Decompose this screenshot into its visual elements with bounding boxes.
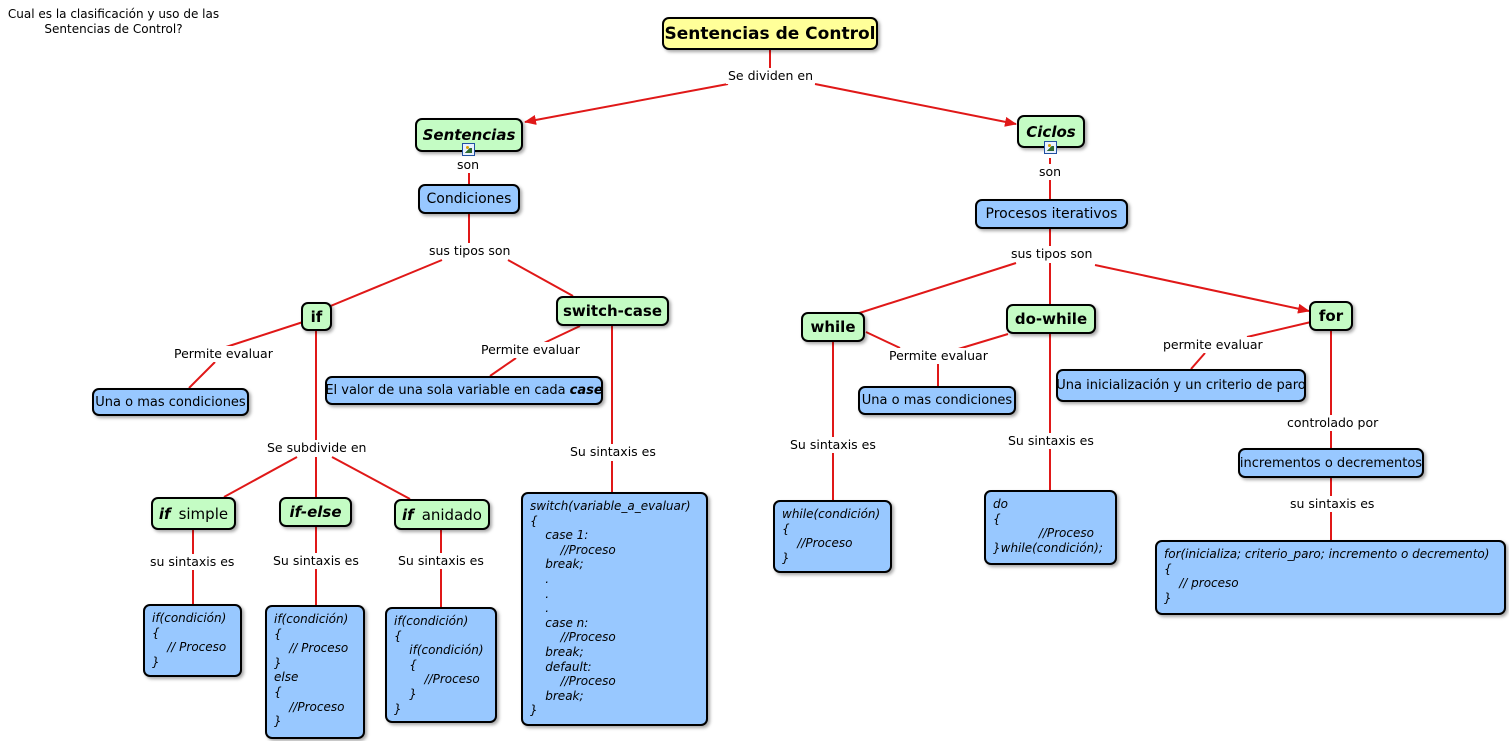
link-for-sintaxis: su sintaxis es — [1288, 496, 1377, 512]
concept-procesos-iterativos[interactable]: Procesos iterativos — [975, 199, 1128, 229]
concept-switch-valor[interactable]: El valor de una sola variable en cada ca… — [325, 376, 603, 405]
code-do-while[interactable]: do { //Proceso }while(condición); — [984, 490, 1117, 565]
concept-ciclos-label: Ciclos — [1026, 122, 1076, 141]
switch-valor-text: El valor de una sola variable en cada — [325, 383, 566, 398]
concept-if-anidado[interactable]: if anidado — [394, 499, 490, 530]
switch-valor-case: case — [569, 383, 603, 398]
concept-if-condiciones-label: Una o mas condiciones — [95, 394, 246, 410]
concept-procesos-label: Procesos iterativos — [985, 206, 1118, 222]
link-permite-if: Permite evaluar — [172, 346, 275, 362]
link-son-left: son — [455, 157, 482, 173]
focus-question: Cual es la clasificación y uso de las Se… — [6, 7, 221, 37]
concept-for-inicializacion[interactable]: Una inicialización y un criterio de paro — [1056, 369, 1306, 402]
if-anidado-keyword: if — [402, 505, 414, 524]
concept-for[interactable]: for — [1309, 301, 1353, 331]
concept-incrementos-label: incrementos o decrementos — [1239, 455, 1423, 471]
concept-condiciones[interactable]: Condiciones — [418, 184, 520, 214]
concept-for-init-label: Una inicialización y un criterio de paro — [1056, 378, 1306, 393]
concept-if-else-label: if-else — [289, 503, 342, 521]
root-concept-label: Sentencias de Control — [664, 23, 876, 44]
concept-incrementos[interactable]: incrementos o decrementos — [1238, 448, 1424, 478]
focus-question-line-1: Cual es la clasificación y uso de las — [7, 7, 220, 21]
if-simple-keyword: if — [158, 504, 171, 523]
focus-question-line-2: Sentencias de Control? — [44, 22, 183, 36]
image-attachment-icon[interactable] — [462, 143, 475, 156]
concept-while[interactable]: while — [801, 312, 865, 342]
link-while-sintaxis: Su sintaxis es — [788, 437, 878, 453]
concept-if[interactable]: if — [301, 302, 332, 331]
concept-if-label: if — [310, 307, 323, 326]
concept-switch-case[interactable]: switch-case — [556, 296, 669, 326]
link-dowhile-sintaxis: Su sintaxis es — [1006, 433, 1096, 449]
code-for[interactable]: for(inicializa; criterio_paro; increment… — [1155, 540, 1506, 615]
link-permite-for: permite evaluar — [1161, 337, 1265, 353]
concept-while-condiciones[interactable]: Una o mas condiciones — [858, 386, 1016, 415]
concept-if-condiciones[interactable]: Una o mas condiciones — [92, 388, 249, 416]
code-switch[interactable]: switch(variable_a_evaluar) { case 1: //P… — [521, 492, 708, 726]
link-anidado-sintaxis: Su sintaxis es — [396, 553, 486, 569]
link-switch-sintaxis: Su sintaxis es — [568, 444, 658, 460]
link-son-right: son — [1037, 164, 1064, 180]
code-if-else[interactable]: if(condición) { // Proceso } else { //Pr… — [265, 605, 365, 739]
link-permite-while: Permite evaluar — [887, 348, 990, 364]
concept-if-else[interactable]: if-else — [279, 497, 352, 527]
if-simple-rest: simple — [178, 504, 229, 523]
link-simple-sintaxis: su sintaxis es — [148, 554, 237, 570]
link-sus-tipos-right: sus tipos son — [1009, 246, 1095, 262]
code-while[interactable]: while(condición) { //Proceso } — [773, 500, 892, 573]
concept-while-condiciones-label: Una o mas condiciones — [861, 393, 1013, 408]
link-se-subdivide: Se subdivide en — [265, 440, 369, 456]
root-concept[interactable]: Sentencias de Control — [662, 17, 878, 50]
concept-switch-label: switch-case — [562, 302, 662, 320]
link-se-dividen-en: Se dividen en — [726, 68, 816, 84]
concept-for-label: for — [1318, 307, 1344, 325]
link-permite-switch: Permite evaluar — [479, 342, 582, 358]
link-ifelse-sintaxis: Su sintaxis es — [271, 553, 361, 569]
link-sus-tipos-left: sus tipos son — [427, 243, 513, 259]
link-controlado-por: controlado por — [1285, 415, 1381, 431]
code-if-simple[interactable]: if(condición) { // Proceso } — [143, 604, 242, 677]
code-if-anidado[interactable]: if(condición) { if(condición) { //Proces… — [385, 607, 497, 723]
concept-do-while[interactable]: do-while — [1006, 304, 1096, 334]
concept-do-while-label: do-while — [1014, 310, 1088, 328]
concept-condiciones-label: Condiciones — [426, 191, 512, 207]
concept-sentencias-label: Sentencias — [422, 126, 516, 144]
image-attachment-icon[interactable] — [1044, 141, 1057, 154]
concept-while-label: while — [810, 318, 856, 336]
concept-if-simple[interactable]: if simple — [151, 497, 236, 530]
if-anidado-rest: anidado — [421, 505, 482, 524]
